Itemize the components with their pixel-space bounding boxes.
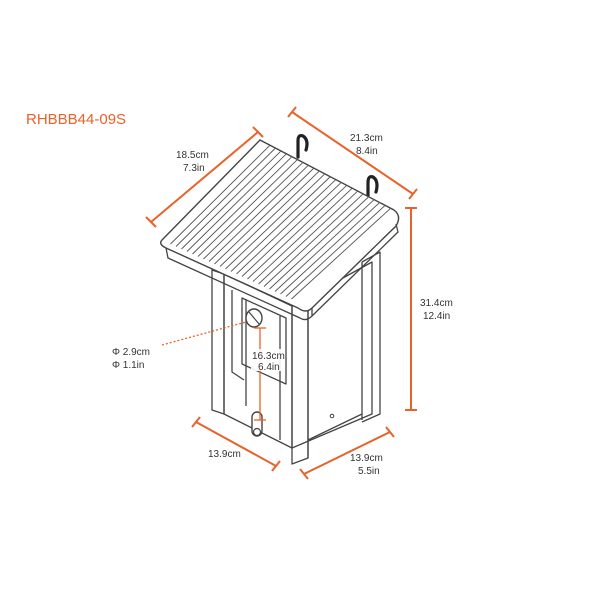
dimension-hole-height: 16.3cm 6.4in — [251, 327, 285, 421]
hole-height-in-label: 6.4in — [258, 362, 280, 373]
front-inner-plank — [241, 297, 287, 385]
base-width-cm-label: 13.9cm — [350, 453, 383, 464]
dimension-roof-width: 21.3cm 8.4in — [287, 106, 418, 200]
base-edge — [307, 413, 363, 441]
height-in-label: 12.4in — [423, 311, 450, 322]
side-screw — [329, 413, 335, 419]
entrance-hole-inner — [248, 311, 260, 325]
hanging-hook-right — [366, 175, 379, 198]
left-side-panel — [211, 269, 225, 415]
dimension-roof-depth: 18.5cm 7.3in — [145, 126, 264, 228]
hole-diameter-in-label: Φ 1.1in — [112, 360, 144, 371]
hole-height-cm-label: 16.3cm — [252, 351, 285, 362]
rear-corner-post — [361, 251, 381, 423]
height-cm-label: 31.4cm — [420, 298, 453, 309]
model-number: RHBBB44-09S — [26, 111, 126, 128]
roof-width-in-label: 8.4in — [356, 146, 378, 157]
front-corner-post — [291, 299, 309, 465]
roof-slats — [170, 144, 392, 300]
roof-front-edge — [165, 247, 313, 321]
birdhouse-drawing — [159, 133, 400, 465]
roof-depth-cm-label: 18.5cm — [176, 150, 209, 161]
dimension-base-depth: 13.9cm — [191, 416, 281, 472]
dimension-height: 31.4cm 12.4in — [405, 207, 453, 411]
dimension-base-width: 13.9cm 5.5in — [299, 426, 395, 480]
roof-width-cm-label: 21.3cm — [350, 133, 383, 144]
hanging-hook-left — [296, 133, 309, 159]
front-door-groove — [231, 290, 245, 381]
right-side-panel — [291, 261, 373, 449]
hole-diameter-cm-label: Φ 2.9cm — [112, 347, 150, 358]
roof-depth-in-label: 7.3in — [183, 163, 205, 174]
base-width-in-label: 5.5in — [358, 466, 380, 477]
dimension-hole-diameter: Φ 2.9cm Φ 1.1in — [112, 321, 247, 371]
roof-side-edge — [311, 223, 399, 317]
latch-screw — [252, 427, 262, 437]
base-depth-cm-label: 13.9cm — [208, 449, 241, 460]
